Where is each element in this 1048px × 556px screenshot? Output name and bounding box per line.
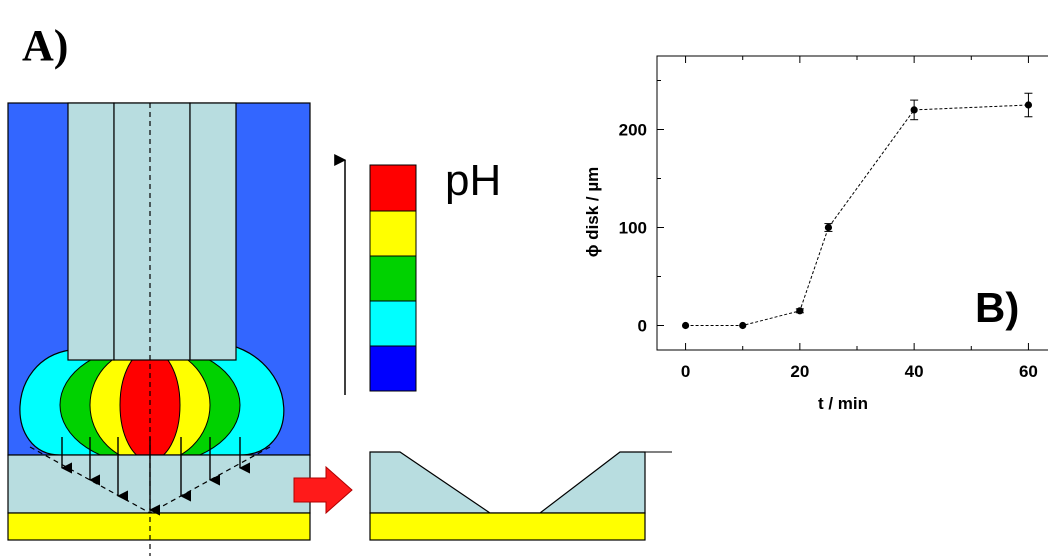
series-line — [685, 104, 1029, 326]
data-point — [824, 223, 833, 232]
x-tick-label: 60 — [1019, 362, 1038, 381]
y-tick-label: 0 — [638, 317, 647, 336]
ph-scale-cyan — [369, 300, 417, 347]
ph-label: pH — [445, 156, 501, 205]
data-point — [796, 307, 804, 315]
series-data-line — [681, 92, 1033, 330]
data-point — [1024, 101, 1033, 109]
fiber-3 — [189, 102, 237, 361]
fiber-2 — [113, 102, 191, 361]
panel-b-label: B) — [975, 284, 1019, 331]
x-tick-label: 0 — [681, 362, 690, 381]
gold-layer — [7, 512, 311, 541]
transition-arrow — [293, 465, 353, 515]
glass-layer — [7, 454, 311, 514]
etch-arrows — [60, 437, 251, 516]
x-tick-label: 40 — [905, 362, 924, 381]
ph-color-scale — [369, 164, 417, 392]
data-point — [681, 321, 690, 330]
cone-line-left — [29, 446, 151, 514]
y-axis-label: ϕ disk / µm — [583, 167, 602, 258]
x-axis-label: t / min — [818, 394, 868, 413]
ph-scale-yellow — [369, 210, 417, 257]
ph-scale-green — [369, 255, 417, 302]
tick-labels: 0 20 40 60 0 100 200 — [619, 121, 1038, 382]
etched-gold — [369, 512, 646, 541]
fiber-bundle — [67, 102, 237, 361]
panel-b-chart: 0 20 40 60 0 100 200 t / min ϕ disk / µm B) — [583, 55, 1048, 413]
etched-glass — [369, 451, 646, 514]
data-point — [910, 106, 918, 114]
etched-result — [369, 451, 672, 541]
ph-scale-blue — [369, 345, 417, 392]
ph-scale-red — [369, 164, 417, 212]
y-tick-label: 200 — [619, 121, 647, 140]
y-tick-label: 100 — [619, 219, 647, 238]
x-tick-label: 20 — [790, 362, 809, 381]
fiber-1 — [67, 102, 115, 361]
panel-a-label: A) — [22, 21, 68, 70]
panel-a: A) — [7, 21, 672, 556]
axis-ticks — [657, 56, 1029, 350]
data-point — [739, 321, 747, 330]
cone-line-right — [149, 446, 271, 514]
